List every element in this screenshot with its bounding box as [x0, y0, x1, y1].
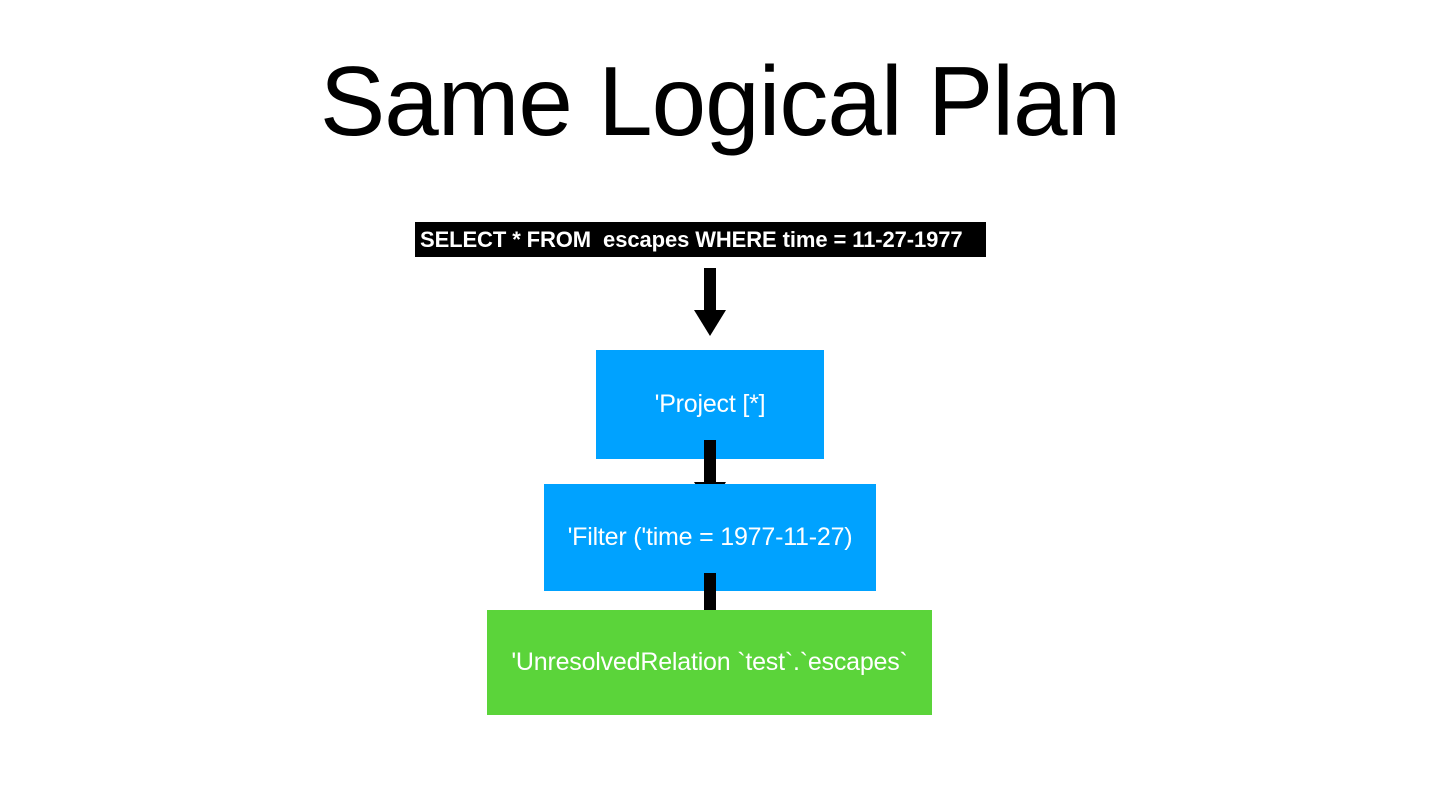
- arrow-shaft-icon: [704, 268, 716, 312]
- page-title: Same Logical Plan: [319, 46, 1121, 156]
- arrow-shaft-icon: [704, 440, 716, 484]
- plan-node-unresolved-relation-label: 'UnresolvedRelation `test`.`escapes`: [511, 648, 908, 676]
- arrow-shaft-icon: [704, 573, 716, 617]
- arrow-head-icon: [694, 310, 726, 336]
- plan-node-project-label: 'Project [*]: [654, 390, 766, 418]
- sql-query-bar: SELECT * FROM escapes WHERE time = 11-27…: [415, 222, 986, 257]
- plan-node-unresolved-relation: 'UnresolvedRelation `test`.`escapes`: [487, 610, 932, 715]
- arrow-sql-to-project: [694, 268, 726, 336]
- plan-node-filter-label: 'Filter ('time = 1977-11-27): [567, 523, 853, 551]
